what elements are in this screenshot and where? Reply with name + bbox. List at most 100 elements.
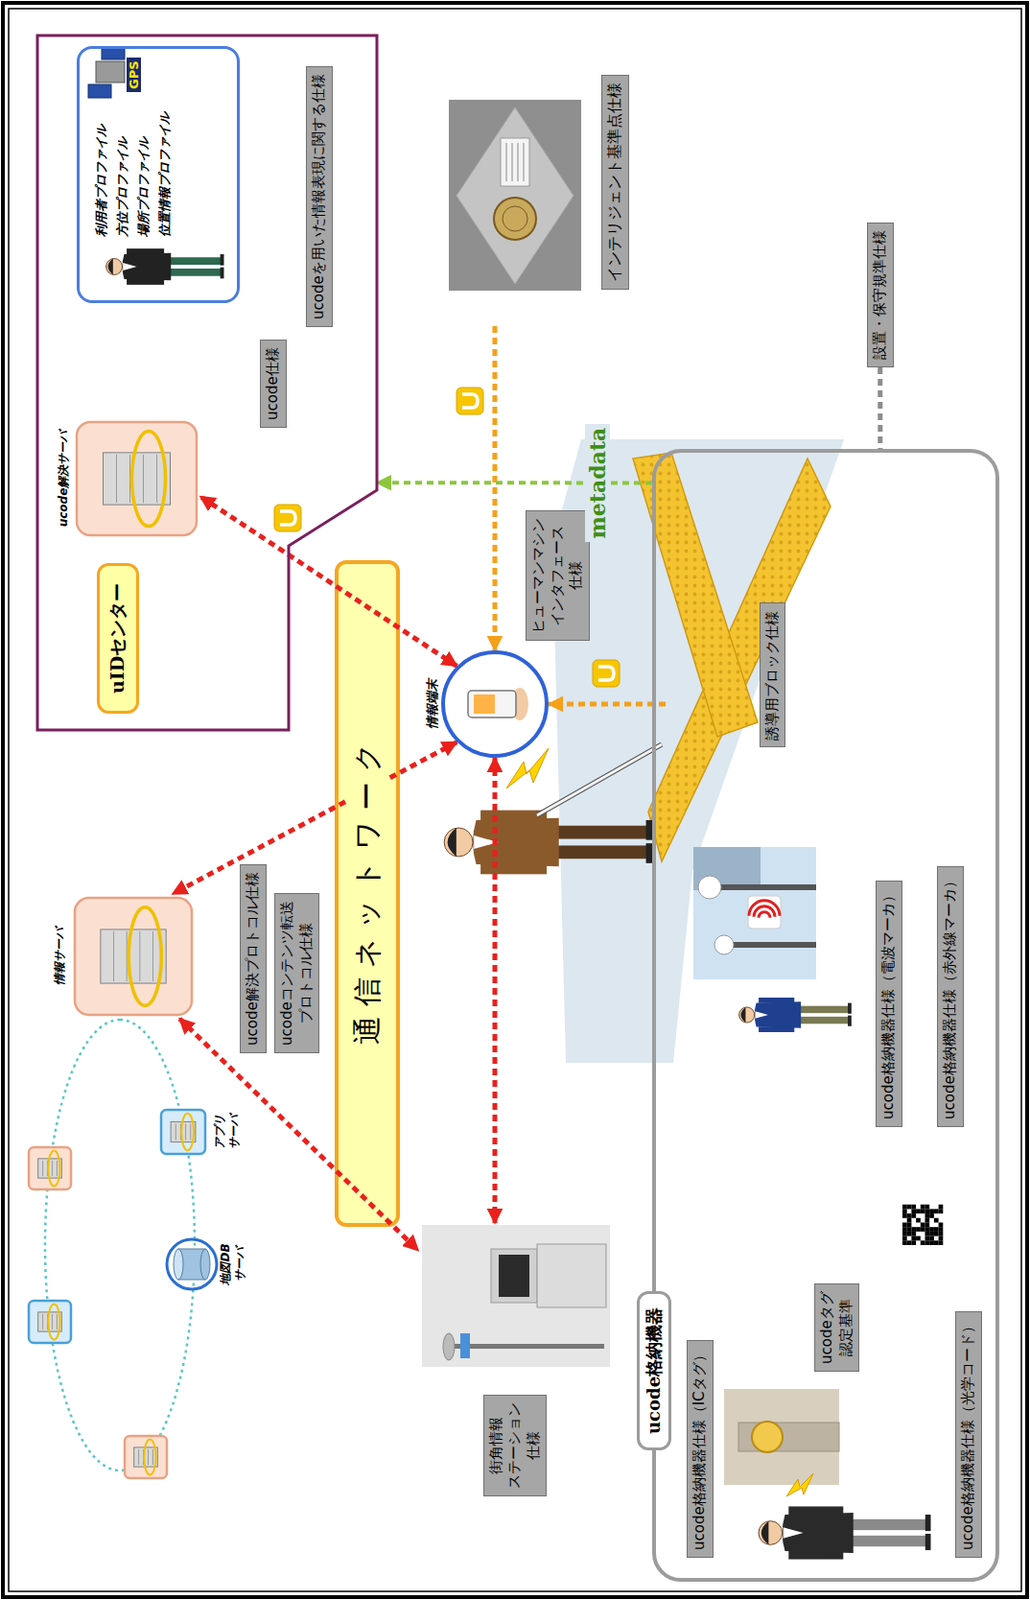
green-connector xyxy=(376,480,653,485)
server-slot xyxy=(113,931,115,982)
cane xyxy=(537,744,662,816)
qr-ground xyxy=(900,1202,945,1247)
leg xyxy=(553,844,649,859)
radio-wave xyxy=(758,912,771,918)
user-figure xyxy=(106,248,225,285)
info-server-icon xyxy=(74,897,192,1015)
ucode-ring xyxy=(181,1113,194,1151)
shoe xyxy=(847,1003,852,1014)
server-label: ucode解決サーバ xyxy=(56,430,71,528)
db-bottom xyxy=(200,1248,211,1280)
qr-cell xyxy=(902,1208,908,1214)
qr-cell xyxy=(929,1213,935,1218)
kiosk-dish xyxy=(443,1333,455,1360)
center-name: uIDセンター xyxy=(96,562,140,714)
spec-box: 設置・保守規準仕様 xyxy=(866,222,894,368)
qr-cell xyxy=(902,1222,908,1228)
qr-cell xyxy=(929,1226,935,1232)
red-connector xyxy=(172,742,457,894)
map-db-icon xyxy=(166,1239,217,1289)
leg xyxy=(553,825,649,840)
qr-cell xyxy=(925,1240,931,1245)
reference-plate xyxy=(493,197,537,240)
qr-cell xyxy=(934,1231,939,1237)
qr-cell xyxy=(920,1208,926,1214)
guide-block: 誘導用ブロック仕様 xyxy=(665,560,786,791)
server-slot xyxy=(189,1123,191,1140)
qr-cell xyxy=(938,1231,944,1237)
qr-cell xyxy=(925,1236,931,1241)
spec-label: ucode解決プロトコル仕様 xyxy=(243,871,263,1046)
qr-cell xyxy=(929,1240,935,1245)
reader-person xyxy=(758,1505,932,1559)
server-cabinet xyxy=(134,1447,159,1467)
server-slot xyxy=(56,1160,58,1176)
shoe xyxy=(925,1533,932,1550)
edge-label: metadata xyxy=(585,423,610,543)
server-label: 地図DB サーバ xyxy=(218,1242,248,1285)
qr-cell xyxy=(911,1236,916,1241)
shoe xyxy=(925,1514,932,1531)
spec-label: ucode格納機器仕様（ICタグ） xyxy=(690,1347,710,1550)
qr-cell xyxy=(907,1217,913,1223)
qr-cell xyxy=(934,1226,939,1232)
qr-cell xyxy=(902,1204,908,1210)
tag-photo xyxy=(724,1388,840,1485)
qr-cell xyxy=(934,1208,939,1214)
ucode-ring xyxy=(128,907,162,1006)
db-ring xyxy=(166,1239,217,1289)
orange-connector xyxy=(491,326,497,651)
qr-cell xyxy=(925,1208,931,1214)
spec-box: ucodeを用いた情報表現に関する仕様 xyxy=(305,66,333,328)
qr-cell xyxy=(925,1231,931,1237)
reference-photo xyxy=(448,99,582,291)
ucode-logo xyxy=(274,504,302,532)
shirt xyxy=(783,1526,804,1538)
satellite-label: GPS xyxy=(126,57,141,93)
leg xyxy=(167,257,222,265)
qr-cell xyxy=(902,1236,908,1241)
db-top xyxy=(173,1248,184,1280)
server-cabinet xyxy=(38,1311,63,1332)
lamp-globe xyxy=(698,875,722,899)
resolution-server-icon xyxy=(76,421,197,536)
server-cabinet xyxy=(103,452,171,505)
sign-line xyxy=(517,142,519,182)
torso xyxy=(754,1001,801,1028)
server-slot xyxy=(156,454,158,503)
qr-cell xyxy=(938,1236,944,1241)
leg xyxy=(848,1535,928,1546)
kiosk-photo xyxy=(421,1224,610,1367)
qr-cell xyxy=(915,1226,921,1232)
server-icon xyxy=(28,1147,71,1190)
server-tile xyxy=(74,897,192,1015)
server-slot xyxy=(138,1449,140,1465)
network-bar-shape xyxy=(336,561,398,1225)
qr-cell xyxy=(934,1240,939,1245)
spec-label: ucodeを用いた情報表現に関する仕様 xyxy=(309,73,329,320)
kiosk-pole xyxy=(450,1343,605,1349)
qr-cell xyxy=(929,1236,935,1241)
server-ring xyxy=(45,1019,195,1471)
spec-box: ucode格納機器仕様（ICタグ） xyxy=(686,1339,714,1558)
info-server: 情報サーバ xyxy=(52,893,194,1019)
spec-box: ucode格納機器仕様（光学コード） xyxy=(955,1310,983,1558)
kiosk-sign xyxy=(460,1333,470,1358)
logo-tile xyxy=(456,387,484,415)
gray-connector xyxy=(877,367,883,449)
app-server-icon xyxy=(161,1109,206,1154)
qr-cell xyxy=(911,1208,916,1214)
ucode-ring xyxy=(47,1150,60,1187)
torso xyxy=(782,1512,854,1553)
qr-cell xyxy=(902,1240,908,1245)
spec-box: ヒューマンマシン インタフェース 仕様 xyxy=(525,510,590,641)
ucode-ring xyxy=(143,1439,156,1475)
server-slot xyxy=(42,1313,44,1330)
spec-label: インテリジェント基準点仕様 xyxy=(601,74,630,290)
torso xyxy=(472,818,560,867)
qr-cell xyxy=(929,1208,935,1214)
handset xyxy=(468,690,516,718)
qr-cell xyxy=(938,1208,944,1214)
